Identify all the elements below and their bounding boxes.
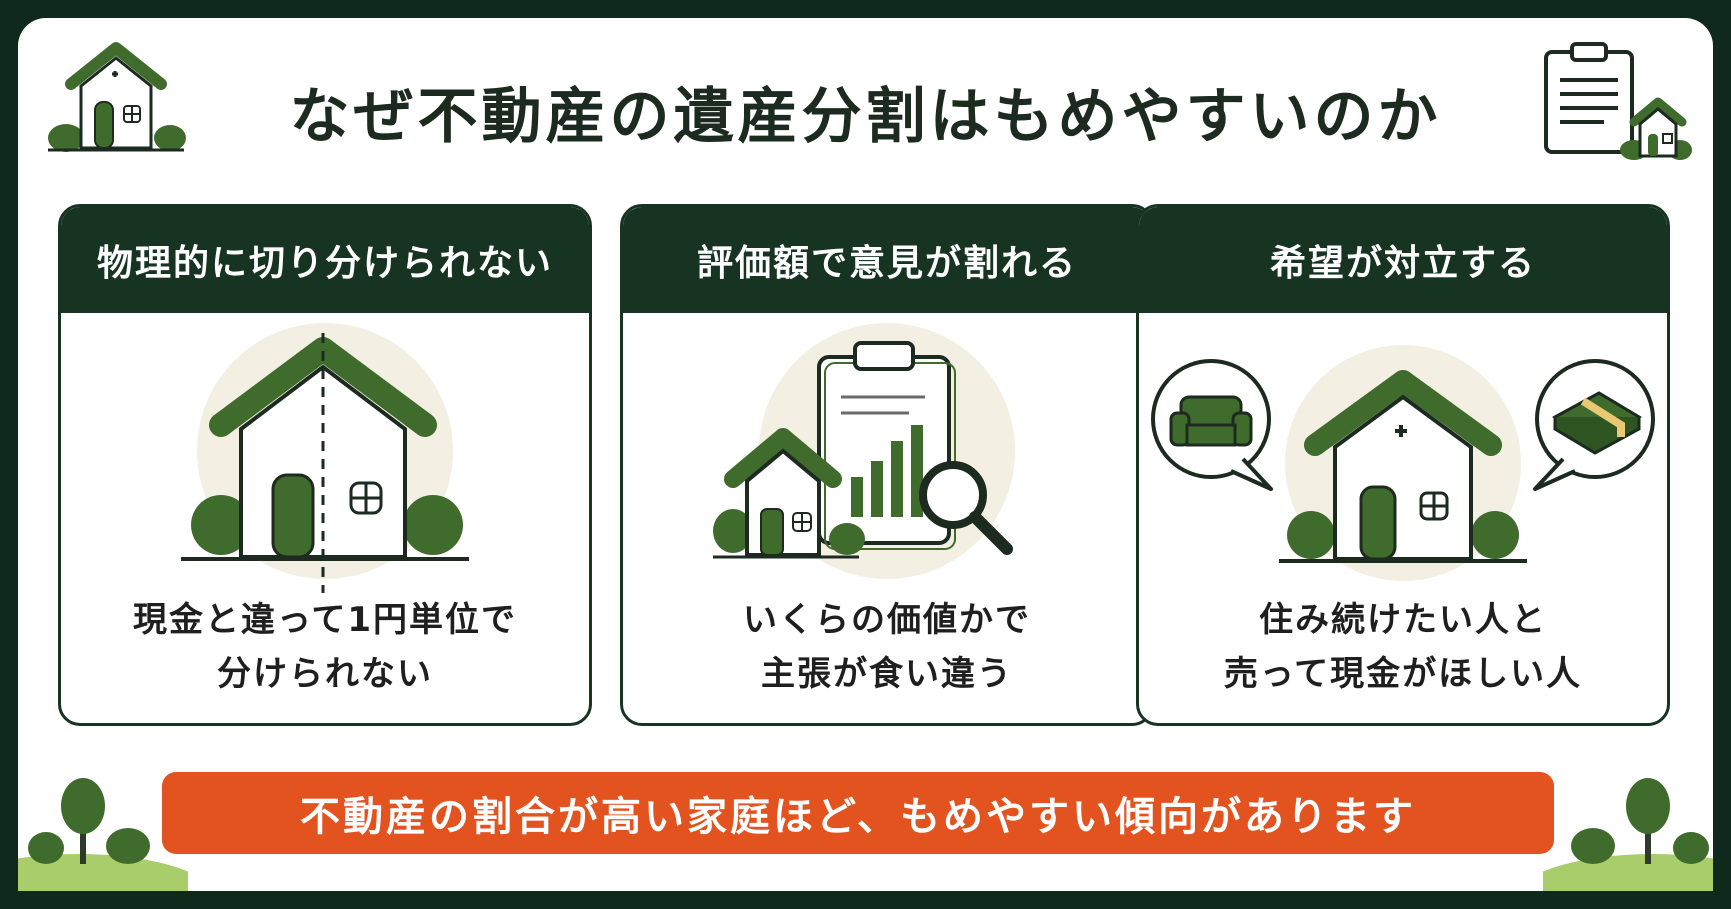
house-with-sofa-and-cash-icon bbox=[1151, 345, 1655, 581]
card-description-line: 住み続けたい人と bbox=[1259, 600, 1547, 640]
card-description-line: 売って現金がほしい人 bbox=[1223, 654, 1583, 694]
trees-icon bbox=[18, 778, 188, 891]
card-description-line: いくらの価値かで bbox=[743, 600, 1031, 640]
card-physical-split: 物理的に切り分けられない 現金と違って1円単位で 分けられない bbox=[58, 204, 592, 726]
valuation-clipboard-icon bbox=[713, 323, 1015, 579]
card-description-line: 現金と違って1円単位で bbox=[133, 600, 517, 640]
card-description: 住み続けたい人と 売って現金がほしい人 bbox=[1139, 593, 1667, 701]
card-valuation: 評価額で意見が割れる いくらの価値かで 主張が食い違う bbox=[620, 204, 1154, 726]
card-conflicting-wishes: 希望が対立する 住み続けたい人と 売って現金がほしい人 bbox=[1136, 204, 1670, 726]
clipboard-house-icon bbox=[1544, 42, 1692, 160]
card-description-line: 主張が食い違う bbox=[761, 654, 1013, 694]
house-icon bbox=[48, 42, 186, 152]
card-description: いくらの価値かで 主張が食い違う bbox=[623, 593, 1151, 701]
card-description-line: 分けられない bbox=[217, 654, 433, 694]
card-heading: 物理的に切り分けられない bbox=[61, 207, 589, 313]
trees-icon bbox=[1543, 778, 1713, 891]
conclusion-banner: 不動産の割合が高い家庭ほど、もめやすい傾向があります bbox=[162, 772, 1554, 854]
card-description: 現金と違って1円単位で 分けられない bbox=[61, 593, 589, 701]
page-title: なぜ不動産の遺産分割はもめやすいのか bbox=[289, 82, 1442, 152]
card-heading: 希望が対立する bbox=[1139, 207, 1667, 313]
split-house-icon bbox=[181, 323, 469, 593]
card-heading: 評価額で意見が割れる bbox=[623, 207, 1151, 313]
